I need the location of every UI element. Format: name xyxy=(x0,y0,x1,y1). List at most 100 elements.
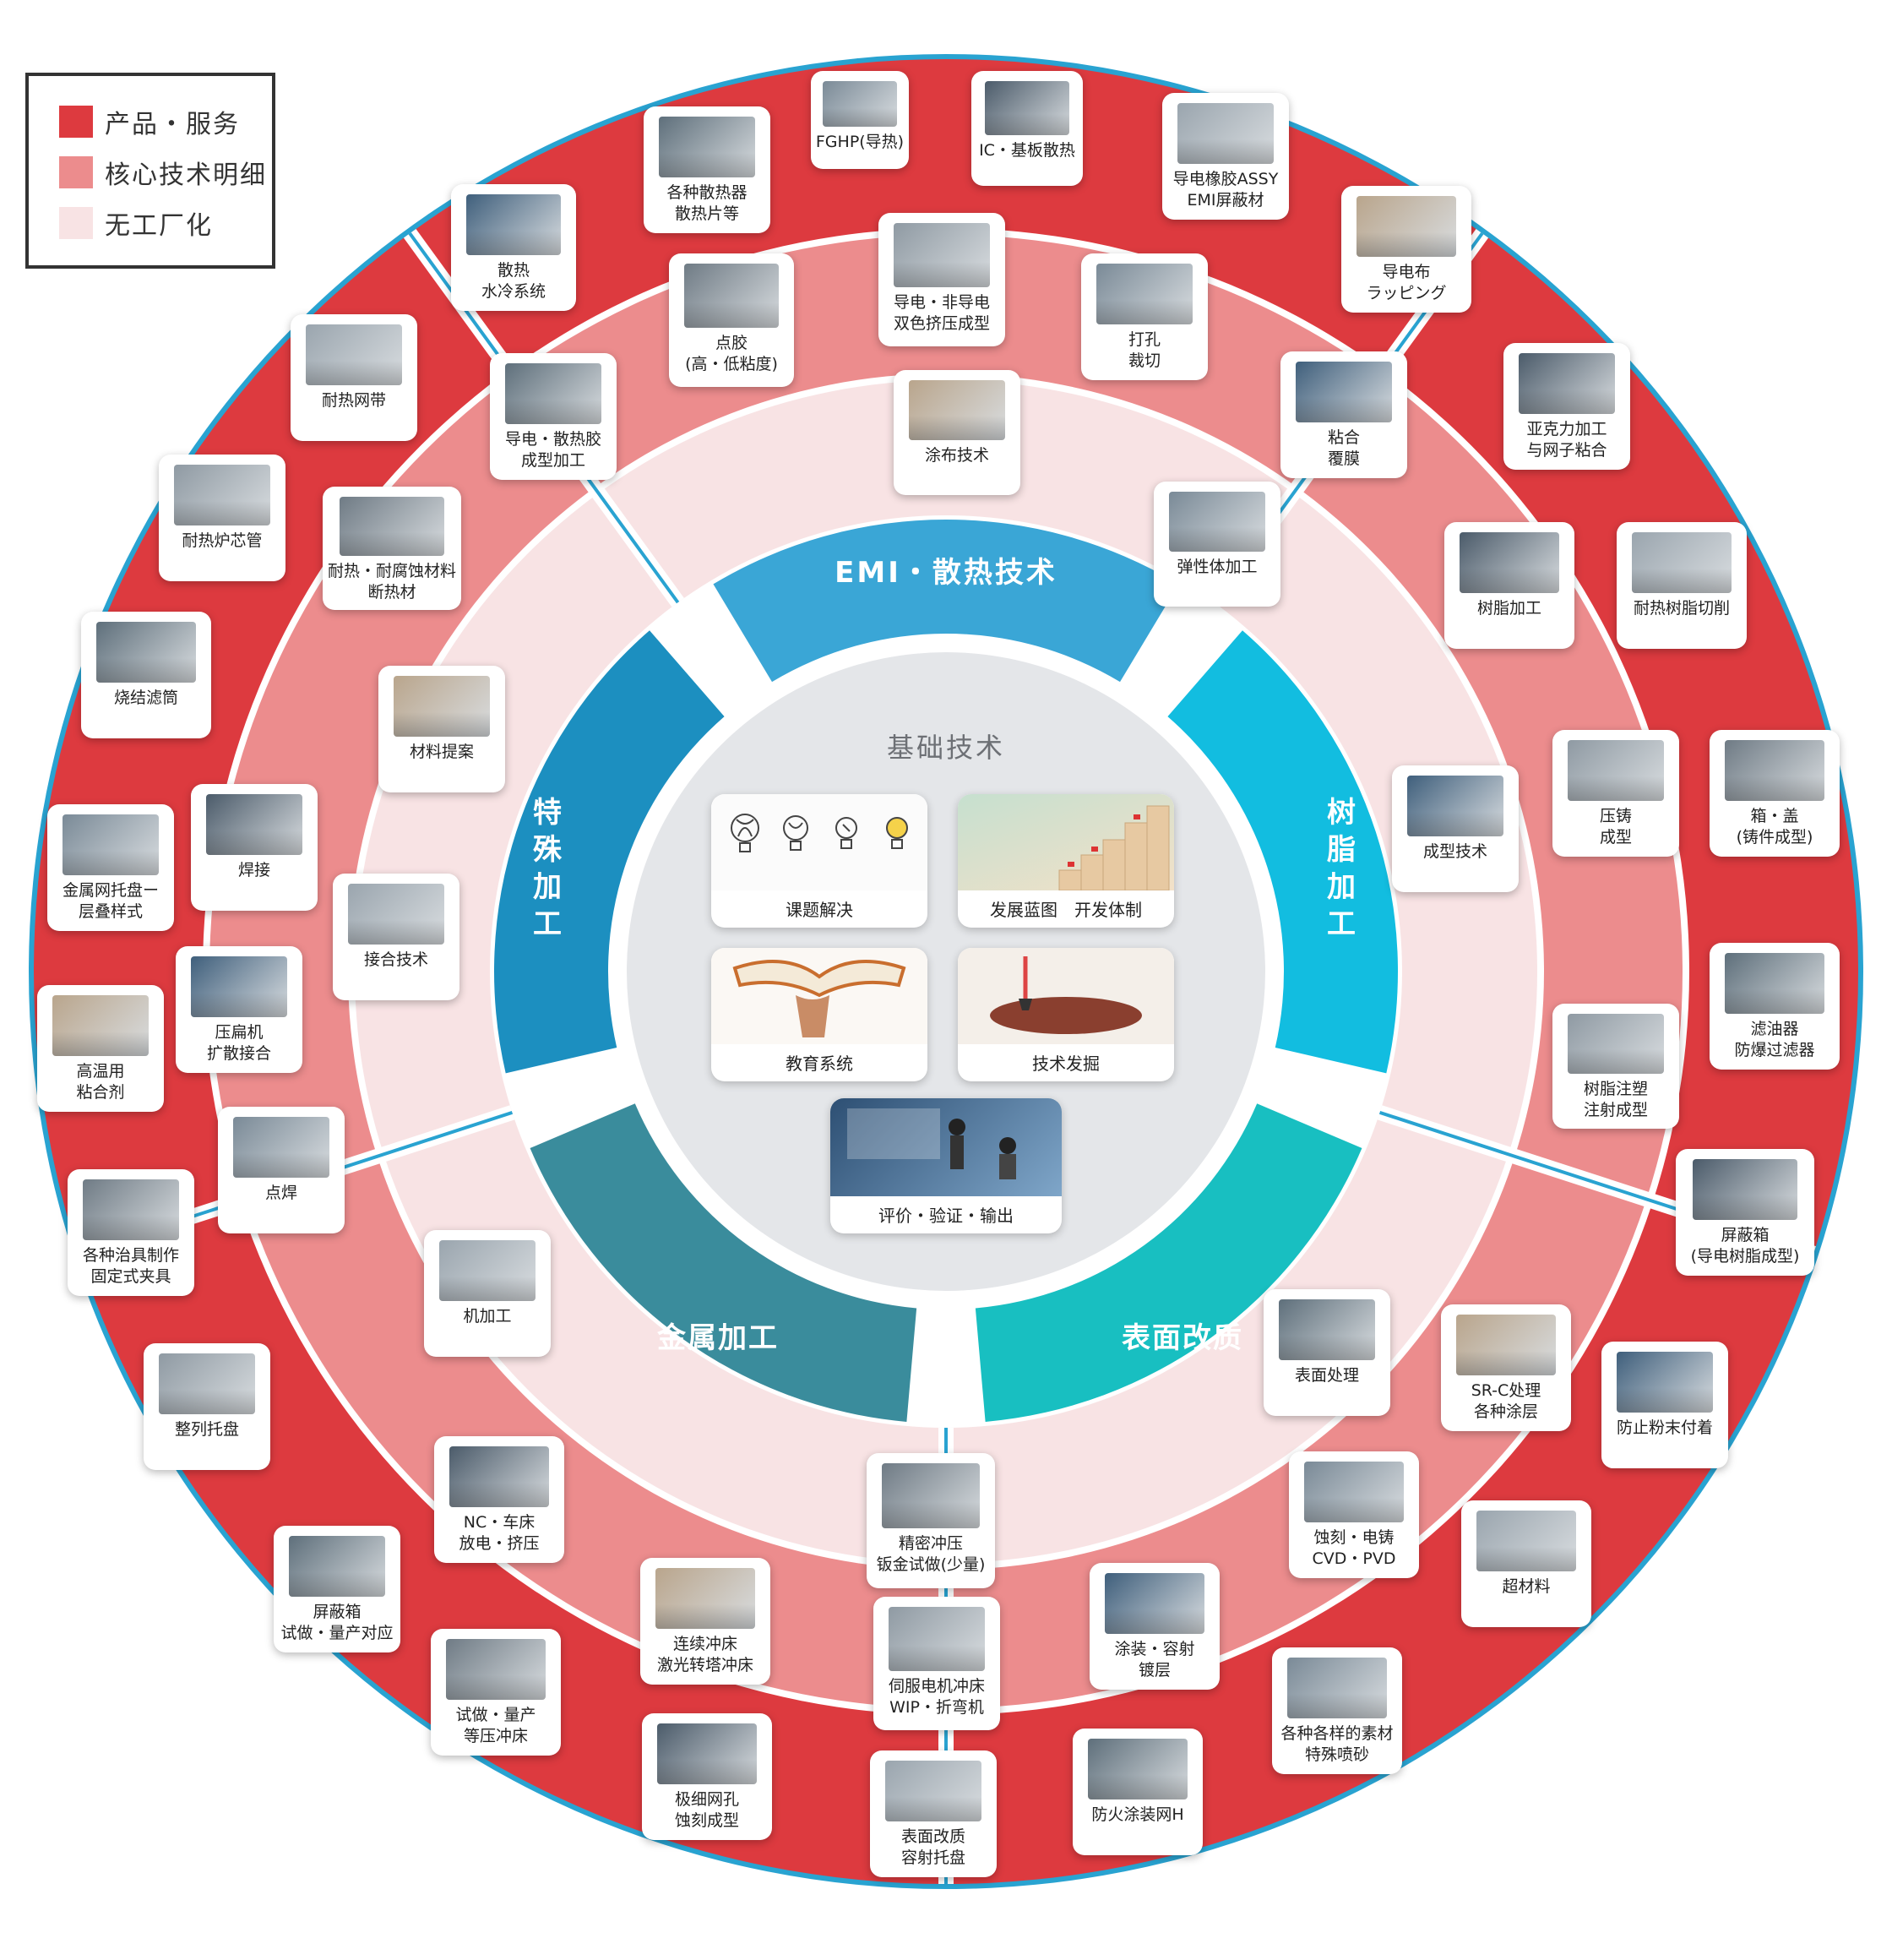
product-card[interactable]: 树脂注塑 注射成型 xyxy=(1552,1004,1679,1129)
product-card[interactable]: 金属网托盘ー 层叠样式 xyxy=(47,804,174,931)
conductive-cloth-icon xyxy=(1356,196,1456,257)
product-card[interactable]: 点胶 (高・低粘度) xyxy=(669,253,794,387)
product-card[interactable]: NC・车床 放电・挤压 xyxy=(434,1436,564,1563)
product-card[interactable]: 防止粉末付着 xyxy=(1601,1342,1728,1468)
rubber-gasket-icon xyxy=(1177,103,1274,164)
product-card[interactable]: 极细网孔 蚀刻成型 xyxy=(642,1713,772,1840)
product-card[interactable]: SR-C处理 各种涂层 xyxy=(1441,1304,1571,1431)
product-card[interactable]: 打孔 裁切 xyxy=(1081,253,1208,380)
product-card[interactable]: 滤油器 防爆过滤器 xyxy=(1710,943,1840,1070)
legend-item-product: 产品・服务 xyxy=(59,103,240,140)
product-card[interactable]: 屏蔽箱 (导电树脂成型) xyxy=(1676,1149,1814,1276)
sector-band xyxy=(494,630,725,1074)
product-card[interactable]: 耐热炉芯管 xyxy=(159,455,285,581)
product-card[interactable]: 材料提案 xyxy=(378,666,505,792)
product-card[interactable]: 试做・量产 等压冲床 xyxy=(431,1629,561,1756)
product-card[interactable]: 导电橡胶ASSY EMI屏蔽材 xyxy=(1162,93,1289,220)
product-card[interactable]: FGHP(导热) xyxy=(811,71,909,169)
resin-part-icon xyxy=(1460,532,1559,593)
product-card[interactable]: 接合技术 xyxy=(333,874,459,1000)
press-machine-icon xyxy=(655,1568,755,1629)
product-card-label: 弹性体加工 xyxy=(1177,557,1258,576)
molding-machine-icon xyxy=(1407,776,1503,836)
mesh-tray-icon xyxy=(63,814,159,875)
product-card[interactable]: 压铸 成型 xyxy=(1552,730,1679,857)
product-card[interactable]: IC・基板散热 xyxy=(971,71,1083,186)
product-card[interactable]: 导电・非导电 双色挤压成型 xyxy=(878,213,1005,346)
product-card-label: 防止粉末付着 xyxy=(1616,1418,1713,1437)
product-card[interactable]: 超材料 xyxy=(1461,1500,1591,1627)
product-card[interactable]: 各种各样的素材 特殊喷砂 xyxy=(1272,1647,1402,1774)
product-card[interactable]: 高温用 粘合剂 xyxy=(37,985,164,1112)
product-card[interactable]: 耐热・耐腐蚀材料 断热材 xyxy=(323,487,461,610)
product-card-label: 耐热网带 xyxy=(321,390,386,410)
product-card[interactable]: 涂装・容射 镀层 xyxy=(1090,1563,1220,1690)
product-card-label: 蚀刻・电铸 CVD・PVD xyxy=(1312,1527,1396,1568)
product-card[interactable]: 箱・盖 (铸件成型) xyxy=(1710,730,1840,857)
product-card[interactable]: 机加工 xyxy=(424,1230,551,1357)
shield-box-icon xyxy=(1692,1159,1798,1220)
sector-label-resin: 树脂加工 xyxy=(1327,796,1356,941)
acrylic-icon xyxy=(1519,353,1615,414)
alignment-tray-icon xyxy=(159,1353,255,1414)
product-card[interactable]: 弹性体加工 xyxy=(1154,482,1280,607)
bonding-icon xyxy=(348,884,444,945)
product-card[interactable]: 蚀刻・电铸 CVD・PVD xyxy=(1289,1451,1419,1578)
product-card[interactable]: 各种治具制作 固定式夹具 xyxy=(68,1169,194,1296)
spot-welding-icon xyxy=(233,1117,329,1178)
product-card[interactable]: 表面处理 xyxy=(1264,1289,1390,1416)
product-card-label: 点焊 xyxy=(264,1183,297,1202)
product-card[interactable]: 压扁机 扩散接合 xyxy=(176,946,302,1073)
product-card[interactable]: 各种散热器 散热片等 xyxy=(644,106,770,233)
product-card[interactable]: 整列托盘 xyxy=(144,1343,270,1470)
product-card-label: 屏蔽箱 试做・量产对应 xyxy=(280,1602,394,1642)
product-card[interactable]: 烧结滤筒 xyxy=(81,612,211,738)
sector-band xyxy=(1167,630,1398,1074)
product-card-label: 耐热・耐腐蚀材料 断热材 xyxy=(327,561,456,602)
product-card[interactable]: 伺服电机冲床 WIP・折弯机 xyxy=(873,1597,1000,1730)
product-card-label: 极细网孔 蚀刻成型 xyxy=(674,1789,739,1830)
product-card-label: 防火涂装网H xyxy=(1091,1805,1184,1824)
sector-label-metal: 金属加工 xyxy=(657,1321,779,1355)
product-card-label: 成型技术 xyxy=(1422,841,1487,861)
extrusion-icon xyxy=(894,223,990,287)
product-card-label: 点胶 (高・低粘度) xyxy=(685,333,778,373)
product-card[interactable]: 树脂加工 xyxy=(1444,522,1574,649)
product-card[interactable]: 散热 水冷系统 xyxy=(451,184,576,311)
product-card[interactable]: 表面改质 容射托盘 xyxy=(870,1750,997,1877)
product-card[interactable]: 成型技术 xyxy=(1392,765,1519,892)
product-card-label: 高温用 粘合剂 xyxy=(76,1061,125,1102)
welding-icon xyxy=(206,794,302,855)
sector-label-surface: 表面改质 xyxy=(1122,1321,1243,1355)
legend-swatch-core-tech xyxy=(59,156,93,188)
servo-press-icon xyxy=(889,1607,985,1671)
product-card[interactable]: 导电布 ラッピング xyxy=(1341,186,1471,313)
product-card[interactable]: 防火涂装网H xyxy=(1073,1729,1203,1855)
product-card[interactable]: 耐热树脂切削 xyxy=(1617,522,1747,649)
product-card-label: 散热 水冷系统 xyxy=(481,260,546,301)
product-card[interactable]: 点焊 xyxy=(218,1107,345,1233)
product-card[interactable]: 耐热网带 xyxy=(291,314,417,441)
mesh-belt-icon xyxy=(306,324,402,385)
meeting-icon xyxy=(830,1098,1062,1196)
insulation-icon xyxy=(339,497,445,556)
product-card[interactable]: 连续冲床 激光转塔冲床 xyxy=(640,1558,770,1685)
product-card[interactable]: 涂布技术 xyxy=(894,370,1020,495)
legend-label: 核心技术明细 xyxy=(105,161,267,190)
product-card-label: IC・基板散热 xyxy=(979,141,1075,161)
product-card-label: 烧结滤筒 xyxy=(113,688,178,707)
product-card[interactable]: 导电・散热胶 成型加工 xyxy=(490,353,617,480)
product-card-label: 表面改质 容射托盘 xyxy=(900,1827,965,1867)
legend-label: 无工厂化 xyxy=(105,211,213,241)
product-card[interactable]: 精密冲压 钣金试做(少量) xyxy=(867,1453,995,1588)
product-card[interactable]: 焊接 xyxy=(191,784,318,911)
product-card[interactable]: 粘合 覆膜 xyxy=(1280,351,1407,478)
shield-case-icon xyxy=(289,1536,385,1597)
product-card[interactable]: 屏蔽箱 试做・量产对应 xyxy=(274,1526,400,1652)
sector-band xyxy=(530,1103,917,1422)
legend-swatch-product xyxy=(59,106,93,138)
product-card-label: 伺服电机冲床 WIP・折弯机 xyxy=(888,1676,985,1717)
pcb-surface-icon xyxy=(1279,1299,1375,1360)
product-card[interactable]: 亚克力加工 与网子粘合 xyxy=(1503,343,1630,470)
shovel-icon xyxy=(958,948,1174,1044)
